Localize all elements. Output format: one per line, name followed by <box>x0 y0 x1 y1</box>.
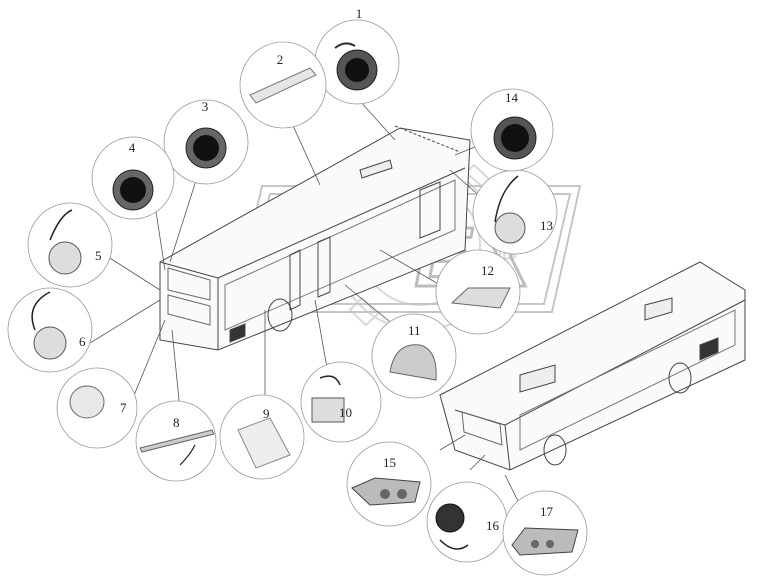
detail-14[interactable] <box>470 88 554 172</box>
part-label-15: 15 <box>383 455 396 470</box>
detail-10[interactable] <box>300 361 382 443</box>
detail-9[interactable] <box>219 394 305 480</box>
fog-lamp-icon <box>435 503 465 533</box>
side-marker-lamp-icon <box>48 241 82 275</box>
dome-lamp-icon <box>69 385 105 419</box>
rectangular-lamp-icon <box>311 397 345 423</box>
detail-5[interactable] <box>27 202 113 288</box>
detail-13[interactable] <box>472 169 558 255</box>
side-marker-lamp-icon <box>33 326 67 360</box>
detail-1[interactable] <box>314 19 400 105</box>
part-label-6: 6 <box>79 334 86 349</box>
bus-rear-view <box>159 125 471 351</box>
leader-lines <box>89 89 521 506</box>
part-label-3: 3 <box>202 99 209 114</box>
detail-6[interactable] <box>7 287 93 373</box>
headlamp-unit-icon <box>511 527 579 556</box>
side-marker-lamp-icon <box>494 212 526 244</box>
part-label-9: 9 <box>263 406 270 421</box>
part-label-2: 2 <box>277 52 284 67</box>
panel-lamp-icon <box>237 417 291 469</box>
detail-3[interactable] <box>163 99 249 185</box>
part-label-12: 12 <box>481 263 494 278</box>
part-label-13: 13 <box>540 218 553 233</box>
part-label-1: 1 <box>356 6 363 21</box>
detail-4[interactable] <box>91 136 175 220</box>
part-labels: 1 2 3 4 5 6 7 8 9 10 11 12 13 14 15 16 1… <box>79 6 554 533</box>
licence-plate-lamp-icon <box>139 429 215 453</box>
detail-8[interactable] <box>135 400 217 482</box>
part-label-17: 17 <box>540 504 554 519</box>
bus-front-view <box>439 261 746 471</box>
part-label-14: 14 <box>505 90 519 105</box>
detail-17[interactable] <box>502 490 588 576</box>
part-label-7: 7 <box>120 400 127 415</box>
part-label-4: 4 <box>129 140 136 155</box>
roof-marker-lamp-icon <box>389 344 437 381</box>
part-label-8: 8 <box>173 415 180 430</box>
detail-2[interactable] <box>239 41 327 129</box>
reversing-lamp-icon <box>450 287 511 309</box>
detail-11[interactable] <box>371 313 457 399</box>
detail-7[interactable] <box>56 367 138 449</box>
part-label-11: 11 <box>408 323 421 338</box>
strip-lamp-icon <box>249 67 317 104</box>
detail-15[interactable] <box>346 441 432 527</box>
part-label-16: 16 <box>486 518 500 533</box>
part-label-5: 5 <box>95 248 102 263</box>
detail-12[interactable] <box>435 249 521 335</box>
part-label-10: 10 <box>339 405 352 420</box>
